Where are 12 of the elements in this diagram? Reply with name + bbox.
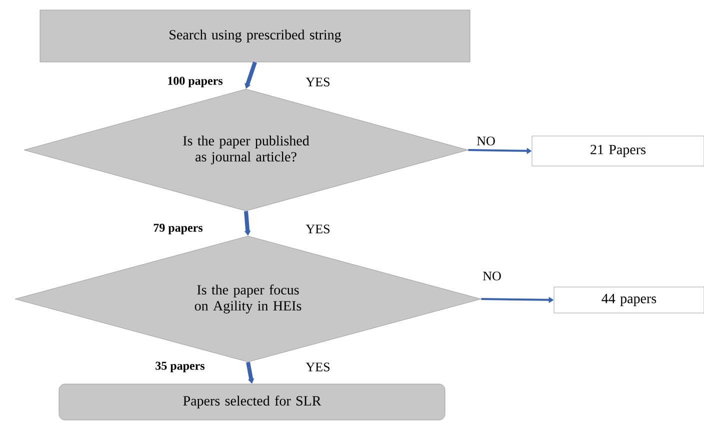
edge-label: NO [477,136,495,146]
edge-label: NO [483,272,501,280]
edge-label: YES [306,224,330,234]
count-label: 35 papers [156,362,205,372]
process-box: Search using prescribed string [40,10,470,62]
count-label: 100 papers [168,76,223,88]
process-box: 21 Papers [532,136,704,166]
edge-label: YES [306,362,330,372]
terminal-box: Papers selected for SLR [58,384,446,420]
process-box: 44 papers [554,286,704,314]
count-label: 79 papers [154,224,203,234]
edge-label: YES [306,78,330,86]
